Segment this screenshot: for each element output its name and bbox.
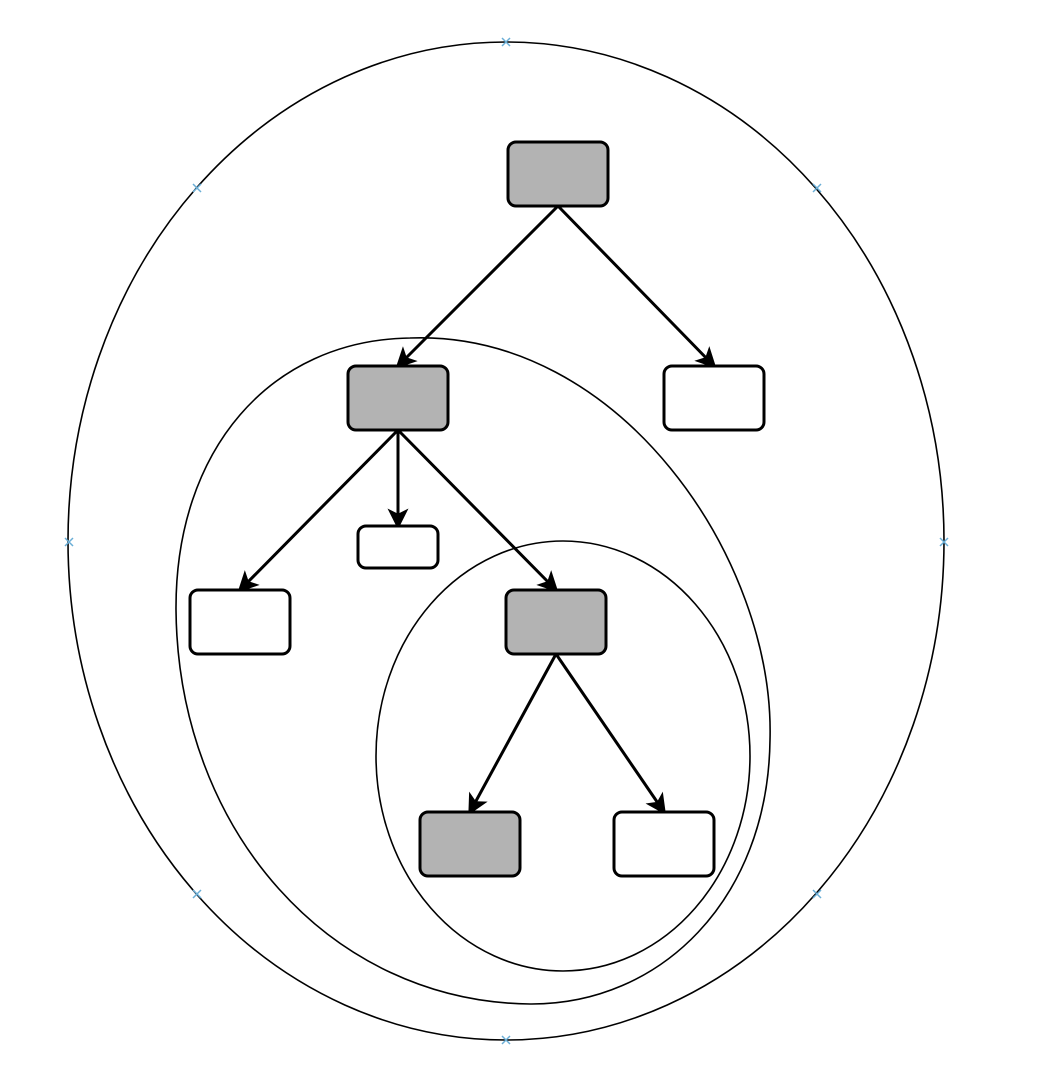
- edge-root-to-left-child[interactable]: [395, 204, 560, 369]
- node-leaf-c[interactable]: [418, 810, 522, 878]
- edge-left-child-to-mid-node[interactable]: [396, 428, 559, 593]
- edge-mid-node-to-leaf-c[interactable]: [468, 653, 558, 816]
- node-root[interactable]: [506, 140, 610, 208]
- node-leaf-d[interactable]: [612, 810, 716, 878]
- edge-left-child-to-leaf-a[interactable]: [237, 428, 400, 593]
- node-right-child[interactable]: [662, 364, 766, 432]
- resize-handle-7[interactable]: [812, 889, 822, 899]
- resize-handle-3[interactable]: [812, 183, 822, 193]
- resize-handle-8[interactable]: [501, 1035, 511, 1045]
- node-leaf-b[interactable]: [356, 524, 440, 570]
- resize-handle-1[interactable]: [501, 37, 511, 47]
- edge-root-to-right-child[interactable]: [556, 204, 717, 369]
- selection-handles[interactable]: [64, 37, 949, 1045]
- resize-handle-2[interactable]: [192, 183, 202, 193]
- resize-handle-5[interactable]: [939, 537, 949, 547]
- group-inner[interactable]: [375, 540, 751, 972]
- group-middle[interactable]: [175, 337, 771, 1005]
- resize-handle-6[interactable]: [192, 889, 202, 899]
- node-mid-node[interactable]: [504, 588, 608, 656]
- node-left-child[interactable]: [346, 364, 450, 432]
- node-leaf-a[interactable]: [188, 588, 292, 656]
- edge-mid-node-to-leaf-d[interactable]: [554, 653, 666, 815]
- resize-handle-4[interactable]: [64, 537, 74, 547]
